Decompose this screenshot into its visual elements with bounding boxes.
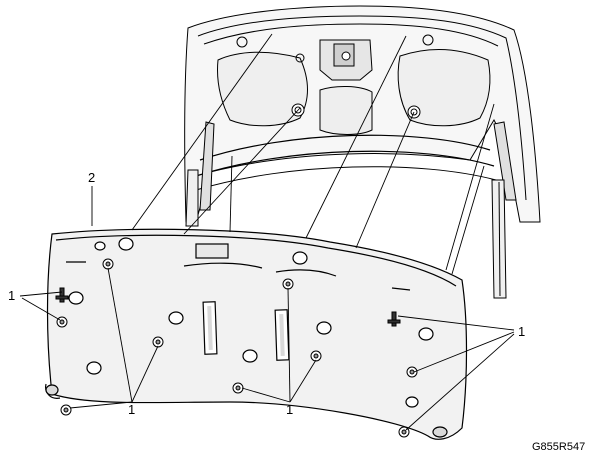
callout-1-bottom-mid-label: 1 <box>286 402 293 417</box>
leader-lines <box>19 33 515 431</box>
callout-2-label: 2 <box>88 170 95 185</box>
fastener-5 <box>310 350 322 362</box>
figure-code: G855R547 <box>532 441 585 453</box>
clip-right <box>387 311 401 327</box>
fastener-7 <box>60 404 72 416</box>
fastener-4 <box>152 336 164 348</box>
trunk-lid <box>184 5 541 299</box>
fasteners <box>55 258 418 438</box>
callout-1-bottom-left-label: 1 <box>128 402 135 417</box>
fastener-6 <box>232 382 244 394</box>
fastener-8 <box>406 366 418 378</box>
callout-1-right-label: 1 <box>518 324 525 339</box>
fastener-2 <box>282 278 294 290</box>
fastener-1 <box>102 258 114 270</box>
fastener-3 <box>56 316 68 328</box>
callout-labels: 2 1 1 1 1 G855R547 <box>8 170 585 453</box>
trim-panel <box>45 228 468 440</box>
callout-1-left-label: 1 <box>8 288 15 303</box>
clip-left <box>55 287 69 303</box>
